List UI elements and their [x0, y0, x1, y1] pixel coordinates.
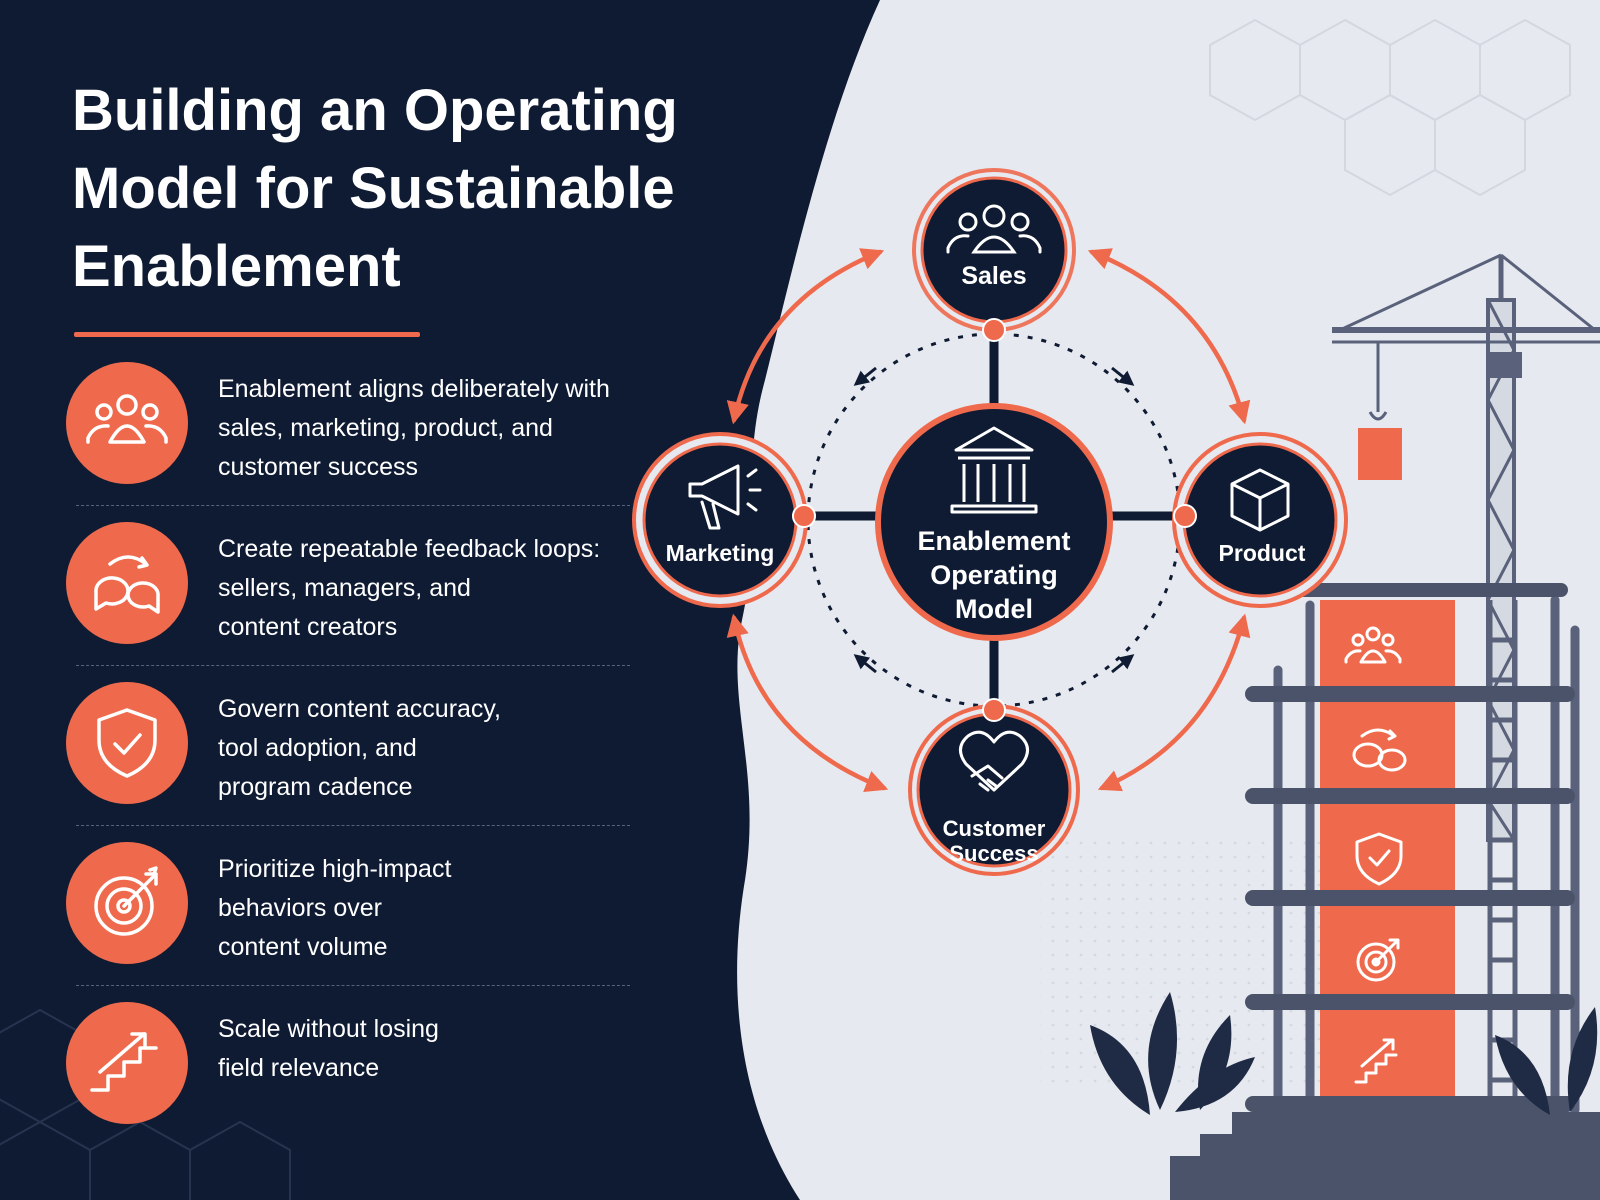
dot-texture: [1040, 840, 1340, 1090]
shield-check-icon: [1355, 832, 1403, 886]
cube-icon: [1230, 468, 1290, 532]
feature-badge: [66, 1002, 188, 1124]
node-label-sales: Sales: [961, 262, 1027, 290]
junction-dot: [982, 318, 1006, 342]
junction-dots: [792, 318, 1197, 722]
junction-dot: [1173, 504, 1197, 528]
node-label-line: Success: [949, 841, 1039, 866]
crane-load: [1358, 428, 1402, 480]
building-icons: [1344, 626, 1407, 1084]
hub-label-line: Enablement: [917, 526, 1071, 556]
feature-text-line: Prioritize high-impact: [218, 855, 452, 883]
divider: [76, 985, 630, 986]
feature-text-line: tool adoption, and: [218, 734, 417, 762]
growth-stairs-icon: [90, 1032, 158, 1092]
shield-check-icon: [97, 708, 157, 778]
feature-list: Enablement aligns deliberately with sale…: [66, 362, 630, 1162]
institution-icon: [950, 426, 1038, 514]
feature-text-line: sales, marketing, product, and: [218, 414, 553, 442]
plant-illustration: [1090, 992, 1598, 1115]
feature-text-line: Govern content accuracy,: [218, 695, 502, 723]
page-title: Building an Operating Model for Sustaina…: [72, 72, 792, 306]
feature-text-line: behaviors over: [218, 894, 382, 922]
feature-item-scale: Scale without losing field relevance: [66, 1002, 630, 1162]
hub-label-line: Model: [955, 594, 1033, 624]
hexagon-pattern: [1209, 18, 1571, 197]
feedback-loop-icon: [1352, 728, 1407, 772]
arrow-product-cs: [1097, 613, 1251, 792]
hub-node: [875, 403, 1113, 641]
feature-text: Enablement aligns deliberately with sale…: [218, 370, 638, 487]
target-icon: [94, 866, 158, 936]
feature-text: Create repeatable feedback loops: seller…: [218, 530, 638, 647]
feature-badge: [66, 682, 188, 804]
team-icon: [946, 204, 1042, 254]
connector-arrows: [726, 248, 1251, 792]
node-label-product: Product: [1218, 540, 1306, 566]
arrow-sales-marketing: [726, 248, 885, 425]
divider: [76, 505, 630, 506]
hub-label-line: Operating: [930, 560, 1058, 590]
page-title-line: Building an Operating: [72, 78, 678, 143]
node-label-marketing: Marketing: [665, 540, 775, 566]
page-title-line: Enablement: [72, 234, 401, 299]
feature-item-governance: Govern content accuracy, tool adoption, …: [66, 682, 630, 842]
feature-text-line: content creators: [218, 613, 398, 641]
megaphone-icon: [688, 464, 762, 530]
junction-dot: [982, 698, 1006, 722]
growth-stairs-icon: [1354, 1038, 1398, 1084]
junction-dot: [792, 504, 816, 528]
feature-item-alignment: Enablement aligns deliberately with sale…: [66, 362, 630, 522]
feature-item-prioritize: Prioritize high-impact behaviors over co…: [66, 842, 630, 1002]
feature-text-line: Create repeatable feedback loops:: [218, 535, 601, 563]
feature-text: Prioritize high-impact behaviors over co…: [218, 850, 638, 967]
feature-badge: [66, 522, 188, 644]
scaffold-building: [1170, 583, 1600, 1200]
feature-text-line: program cadence: [218, 773, 413, 801]
node-sales: [912, 168, 1076, 332]
team-icon: [86, 394, 168, 444]
feature-text-line: customer success: [218, 453, 419, 481]
hub-label: Enablement Operating Model: [874, 524, 1114, 626]
node-marketing: [632, 432, 808, 608]
feature-text-line: Scale without losing: [218, 1015, 439, 1043]
title-underline: [74, 332, 420, 337]
feature-text-line: Enablement aligns deliberately with: [218, 375, 610, 403]
divider: [76, 825, 630, 826]
node-product: [1172, 432, 1348, 608]
target-icon: [1356, 938, 1400, 982]
feedback-loop-icon: [94, 555, 160, 614]
feature-badge: [66, 362, 188, 484]
divider: [76, 665, 630, 666]
feature-text-line: sellers, managers, and: [218, 574, 471, 602]
feature-badge: [66, 842, 188, 964]
feature-item-feedback: Create repeatable feedback loops: seller…: [66, 522, 630, 682]
feature-text-line: content volume: [218, 933, 388, 961]
feature-text-line: field relevance: [218, 1054, 380, 1082]
node-label-customer-success: Customer Success: [914, 816, 1074, 866]
handshake-heart-icon: [959, 730, 1029, 792]
feature-text: Scale without losing field relevance: [218, 1010, 638, 1088]
feature-text: Govern content accuracy, tool adoption, …: [218, 690, 638, 807]
node-label-line: Customer: [942, 816, 1046, 841]
page-title-line: Model for Sustainable: [72, 156, 675, 221]
arrow-marketing-cs: [726, 613, 889, 792]
arrow-sales-product: [1087, 248, 1251, 425]
node-customer-success: [908, 704, 1080, 876]
team-icon: [1344, 626, 1402, 664]
